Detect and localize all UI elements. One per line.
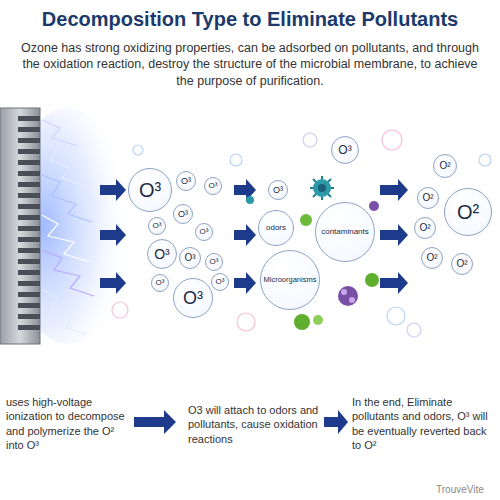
bubble-label: O³ [200, 228, 209, 236]
step-description: In the end, Eliminate pollutants and odo… [352, 395, 494, 452]
diagram-title: Decomposition Type to Eliminate Pollutan… [0, 8, 500, 31]
bubble-label: O³ [154, 247, 170, 261]
molecule-bubble: O³ [179, 247, 201, 269]
bubble-label: O³ [178, 210, 188, 219]
molecule-bubble: O³ [205, 253, 223, 271]
soap-bubbles [112, 130, 491, 337]
flow-arrows [100, 179, 408, 434]
bubble-label: O³ [156, 279, 165, 287]
step-description: O3 will attach to odors and pollutants, … [188, 403, 322, 446]
bubble-label: O³ [183, 289, 203, 307]
bubble-label: O³ [184, 253, 195, 263]
pollutant-circle: contaminants [315, 202, 375, 262]
molecule-bubble: O³ [151, 274, 169, 292]
molecule-bubble: O³ [331, 136, 359, 164]
generator-fins [18, 116, 40, 330]
bubble-label: O³ [153, 222, 162, 230]
microbes [246, 176, 379, 330]
pollutant-circle: Microorganisms [260, 250, 320, 310]
molecule-bubble: O³ [173, 204, 193, 224]
ozone-generator [0, 108, 40, 344]
molecule-bubble: O² [451, 253, 473, 275]
molecule-bubble: O³ [268, 180, 288, 200]
watermark: TrouveVite [436, 483, 496, 496]
bubble-label: O³ [209, 182, 218, 190]
molecule-bubble: O³ [173, 278, 213, 318]
bubble-label: O³ [273, 186, 283, 195]
bubble-label: O² [457, 202, 479, 222]
molecule-bubble: O³ [195, 223, 213, 241]
bubble-label: O³ [216, 278, 225, 286]
bubble-label: O² [426, 253, 437, 263]
lightning-sparks [42, 120, 94, 334]
molecule-bubble: O² [444, 188, 492, 236]
molecule-bubble: O³ [204, 177, 222, 195]
bubble-label: O³ [139, 180, 161, 200]
step-description: uses high-voltage ionization to decompos… [6, 395, 128, 452]
molecule-bubble: O³ [211, 273, 229, 291]
subtitle-text: Ozone has strong oxidizing properties, c… [14, 40, 486, 89]
molecule-bubble: O³ [176, 171, 196, 191]
bubble-label: O² [456, 259, 467, 269]
bubble-label: contaminants [321, 228, 369, 236]
bubble-label: O³ [210, 258, 219, 266]
molecule-bubble: O² [421, 247, 443, 269]
bubble-label: Microorganisms [264, 276, 317, 284]
molecule-bubble: O³ [148, 217, 166, 235]
molecule-bubble: O² [414, 217, 436, 239]
molecule-bubble: O² [433, 154, 457, 178]
bubble-label: O³ [338, 144, 351, 156]
bubble-label: odors [266, 224, 286, 232]
molecule-bubble: O³ [128, 168, 172, 212]
bubble-label: O² [419, 223, 430, 233]
molecule-bubble: O³ [147, 239, 177, 269]
molecule-bubble: O² [417, 187, 439, 209]
bubble-label: O³ [181, 177, 191, 186]
pollutant-circle: odors [258, 210, 294, 246]
bubble-label: O² [439, 161, 450, 171]
bubble-label: O² [422, 193, 433, 203]
